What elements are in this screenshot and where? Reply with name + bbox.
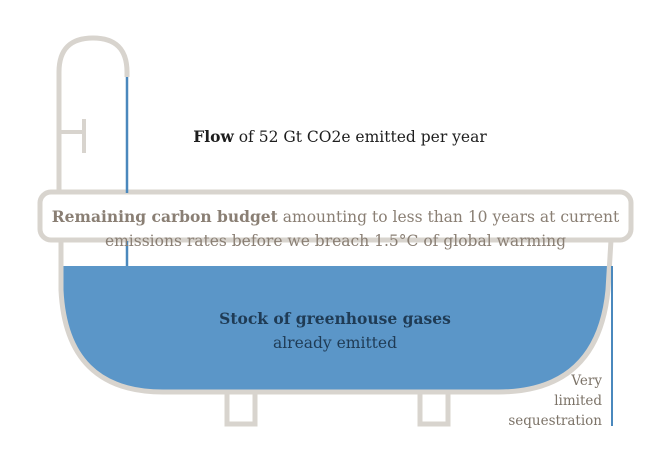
stock-label: Stock of greenhouse gases already emitted — [160, 307, 510, 355]
stock-label-line2: already emitted — [272, 334, 397, 352]
sequestration-label: Very limited sequestration — [490, 371, 602, 431]
water-stock — [61, 266, 611, 392]
carbon-budget-label: Remaining carbon budget amounting to les… — [48, 205, 623, 253]
faucet-pipe — [56, 35, 130, 193]
tub-foot-left — [224, 393, 258, 427]
sequestration-line2: limited — [554, 393, 602, 409]
sequestration-line3: sequestration — [508, 413, 602, 429]
flow-label: Flow of 52 Gt CO2e emitted per year — [160, 127, 520, 146]
carbon-budget-line2: emissions rates before we breach 1.5°C o… — [104, 232, 567, 250]
stock-label-bold: Stock of greenhouse gases — [219, 309, 451, 328]
tub-basin-outline — [58, 239, 614, 395]
carbon-budget-line1: amounting to less than 10 years at curre… — [277, 208, 620, 226]
sequestration-line1: Very — [571, 373, 602, 389]
carbon-budget-bold: Remaining carbon budget — [51, 207, 278, 226]
tub-rim — [37, 189, 634, 243]
flow-label-rest: of 52 Gt CO2e emitted per year — [233, 128, 487, 146]
flow-label-bold: Flow — [193, 127, 234, 146]
tub-foot-right — [417, 393, 451, 427]
